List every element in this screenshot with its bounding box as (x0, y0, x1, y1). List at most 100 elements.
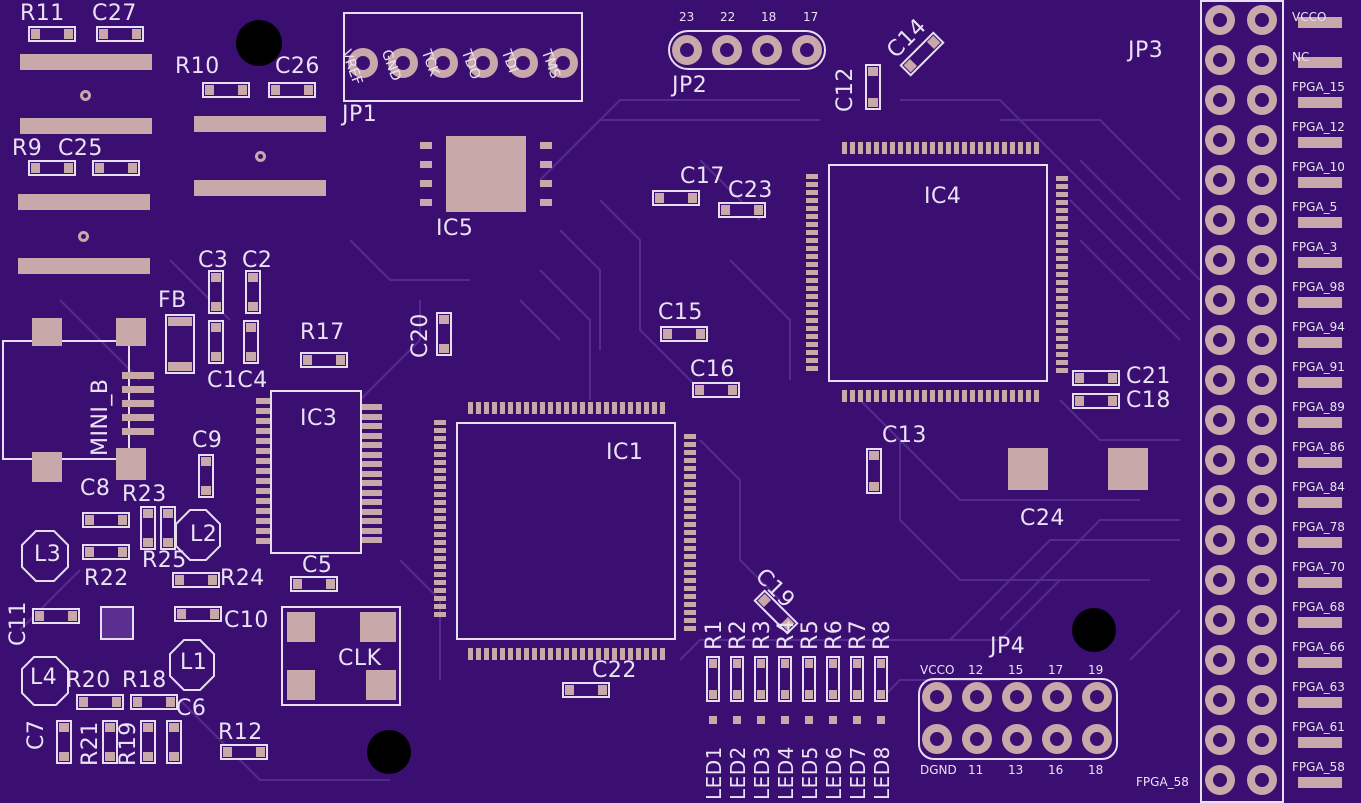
ic4-pin (1010, 390, 1015, 402)
ic4-pin (1056, 232, 1068, 237)
jp3-pin-label: FPGA_89 (1292, 400, 1345, 414)
usb-shield-pad (32, 318, 62, 346)
usb-pin (122, 372, 154, 379)
ic3-pin (362, 499, 382, 505)
label-r24: R24 (220, 566, 265, 591)
c11-footprint (32, 608, 80, 624)
ic3-pin (256, 428, 270, 434)
jp3-pin (1247, 285, 1277, 315)
ic3-pin (256, 498, 270, 504)
label-c6: C6 (176, 696, 207, 721)
clk-pad (287, 670, 315, 700)
jp3-pin (1205, 765, 1235, 795)
jp3-pin-label: FPGA_98 (1292, 280, 1345, 294)
label-clk: CLK (338, 646, 382, 671)
led-pad (781, 716, 789, 724)
ic4-pin (962, 142, 967, 154)
ic1-pin (620, 648, 625, 660)
jp4-top-label: VCCO (920, 663, 955, 677)
ic1-pin (564, 402, 569, 414)
label-c25: C25 (58, 136, 103, 161)
ic1-pin (652, 402, 657, 414)
jp3-pin (1205, 5, 1235, 35)
jp3-pin (1205, 605, 1235, 635)
label-c21: C21 (1126, 364, 1171, 389)
ic4-pin (850, 390, 855, 402)
label-ic3: IC3 (300, 406, 338, 431)
label-c27: C27 (92, 1, 137, 26)
label-jp2: JP2 (672, 73, 708, 98)
jp3-pin (1247, 85, 1277, 115)
jp3-pin (1205, 125, 1235, 155)
ic1-pin (580, 648, 585, 660)
clk-pad (366, 670, 396, 700)
jp3-pin-label: FPGA_63 (1292, 680, 1345, 694)
ic1-pin (596, 648, 601, 660)
label-c5: C5 (302, 553, 333, 578)
label-c20: C20 (408, 313, 433, 358)
ic4-pin (806, 286, 818, 291)
jp2-pin-label: 18 (761, 10, 777, 24)
ic5-pin (420, 142, 432, 149)
ic1-pin (434, 500, 446, 505)
ic4-pin (1034, 390, 1039, 402)
ic1-pin (434, 476, 446, 481)
ic3-pin (256, 468, 270, 474)
c8-footprint (82, 512, 130, 528)
c17-footprint (652, 190, 700, 206)
r9-pad-bottom (18, 258, 150, 274)
label-led5: LED5 (798, 746, 822, 800)
ic4-pin (1056, 256, 1068, 261)
c20-footprint (436, 312, 452, 356)
label-r21: R21 (78, 721, 103, 766)
ic3-pin (256, 488, 270, 494)
jp3-pin (1205, 285, 1235, 315)
jp2-pin (712, 35, 742, 65)
ic1-outline (456, 422, 676, 640)
ic4-pin (1056, 264, 1068, 269)
ic4-pin (1056, 320, 1068, 325)
ic3-pin (362, 518, 382, 524)
ic4-pin (994, 142, 999, 154)
ic1-pin (588, 402, 593, 414)
ic1-pin (684, 482, 696, 487)
ic1-pin (684, 474, 696, 479)
led-pad (709, 716, 717, 724)
ic4-pin (1056, 368, 1068, 373)
jp4-pin (1002, 724, 1032, 754)
ic4-pin (1026, 142, 1031, 154)
ic4-pin (806, 318, 818, 323)
c8b-footprint (82, 544, 130, 560)
ic3-pin (256, 438, 270, 444)
c18-footprint (1072, 393, 1120, 409)
ic1-pin (524, 402, 529, 414)
ic1-pin (564, 648, 569, 660)
clk-pad (360, 612, 396, 642)
ic3-pin (362, 442, 382, 448)
ic1-pin (644, 648, 649, 660)
ic1-pin (532, 402, 537, 414)
ic1-pin (434, 468, 446, 473)
jp3-pin-label: FPGA_3 (1292, 240, 1338, 254)
c3-footprint (208, 270, 224, 314)
ic4-pin (1002, 390, 1007, 402)
label-r22: R22 (84, 566, 129, 591)
jp1-pin (548, 48, 578, 78)
c23-footprint (718, 202, 766, 218)
jp3-pin-label: FPGA_61 (1292, 720, 1345, 734)
ic4-pin (806, 366, 818, 371)
ic1-pin (434, 428, 446, 433)
ic1-pin (468, 402, 473, 414)
usb-pin (122, 386, 154, 393)
ic1-pin (524, 648, 529, 660)
ic4-pin (806, 246, 818, 251)
usb-shield-pad (32, 452, 62, 482)
jp4-pin (1082, 724, 1112, 754)
jp3-pin-label: FPGA_94 (1292, 320, 1345, 334)
ic4-pin (938, 142, 943, 154)
ic1-pin (572, 402, 577, 414)
ic4-pin (986, 142, 991, 154)
ic4-pin (1056, 192, 1068, 197)
label-r23: R23 (122, 482, 167, 507)
ic4-pin (1018, 390, 1023, 402)
